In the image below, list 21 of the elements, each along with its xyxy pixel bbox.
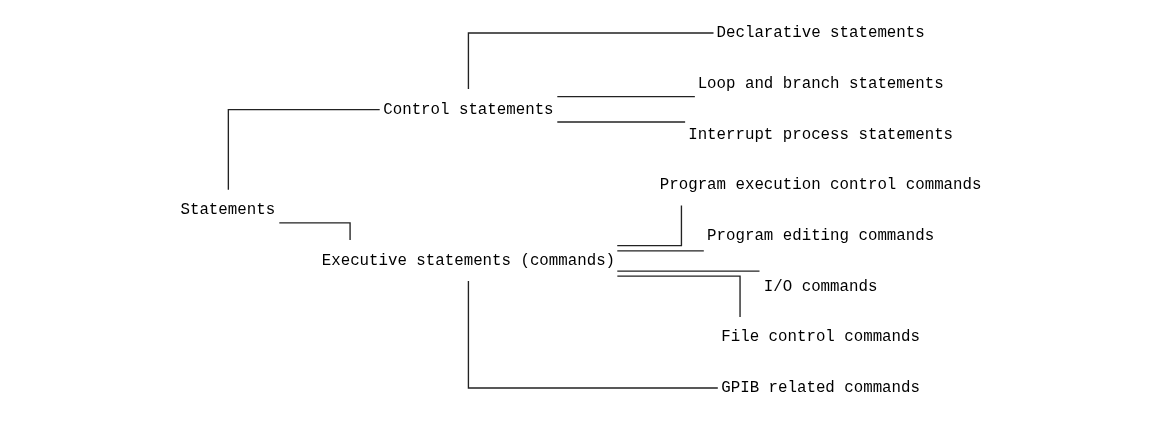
node-text: Declarative statements [716,24,925,43]
node-text: I/O commands [763,277,877,296]
connector [616,250,704,252]
connector [616,275,741,318]
connector [227,108,380,191]
node-text: Executive statements (commands) [321,251,615,270]
connector [467,32,714,90]
node-text: Program editing commands [706,227,934,246]
node-text: Statements [179,201,275,220]
node-text: Loop and branch statements [697,74,944,93]
connector [616,270,760,272]
node-text: File control commands [720,328,920,347]
connector [616,204,682,247]
connector [278,222,351,241]
node-text: GPIB related commands [720,379,920,398]
connector [556,96,696,98]
node-text: Program execution control commands [659,176,981,195]
connector [556,121,686,123]
node-text: Control statements [382,100,554,119]
node-text: Interrupt process statements [687,125,953,144]
connector [467,280,718,389]
